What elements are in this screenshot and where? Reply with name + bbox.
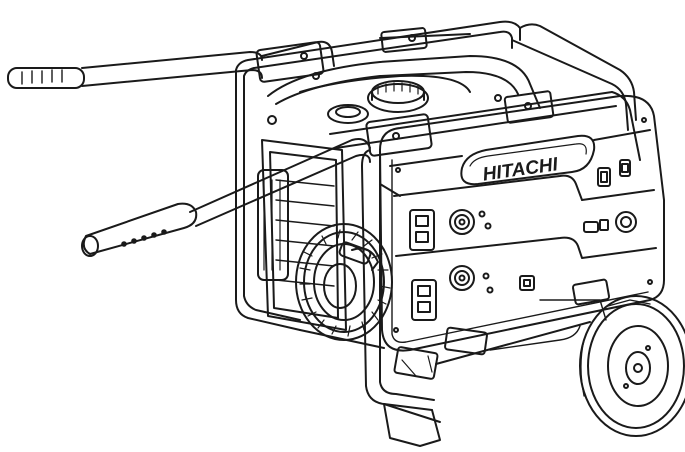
foot-front — [393, 346, 439, 380]
base-frame — [299, 278, 611, 447]
handle-front — [81, 72, 555, 257]
dc-terminal — [519, 275, 535, 291]
outlet-duplex-upper — [409, 209, 435, 251]
handle-bracket-right — [503, 90, 555, 124]
twist-lock-lower — [449, 265, 475, 291]
engine-block — [257, 139, 347, 331]
frame-front — [329, 91, 641, 411]
handle-rear — [7, 27, 471, 89]
fuel-tank — [267, 55, 541, 124]
handle-bracket-front — [365, 113, 433, 157]
wheel-hub — [625, 351, 651, 385]
handle-bracket-top — [380, 27, 428, 53]
brand-badge — [460, 134, 596, 186]
voltage-selector — [583, 221, 599, 233]
muffler — [257, 169, 289, 281]
tank-gauge — [327, 104, 369, 124]
breaker-switch — [619, 159, 631, 177]
handle-grip-front — [82, 202, 198, 255]
twist-lock-right — [615, 211, 637, 233]
outlet-duplex-lower — [411, 279, 437, 321]
handle-bracket-rear — [255, 41, 325, 83]
twist-lock-upper — [449, 209, 475, 235]
fuel-cap — [367, 83, 429, 113]
handle-grip-rear — [7, 67, 85, 89]
foot-center — [444, 326, 488, 356]
engine-switch — [597, 167, 611, 187]
starter-handle — [338, 241, 372, 265]
wheel — [579, 295, 685, 437]
foot-rear — [571, 278, 611, 306]
frame-rear — [235, 20, 637, 331]
